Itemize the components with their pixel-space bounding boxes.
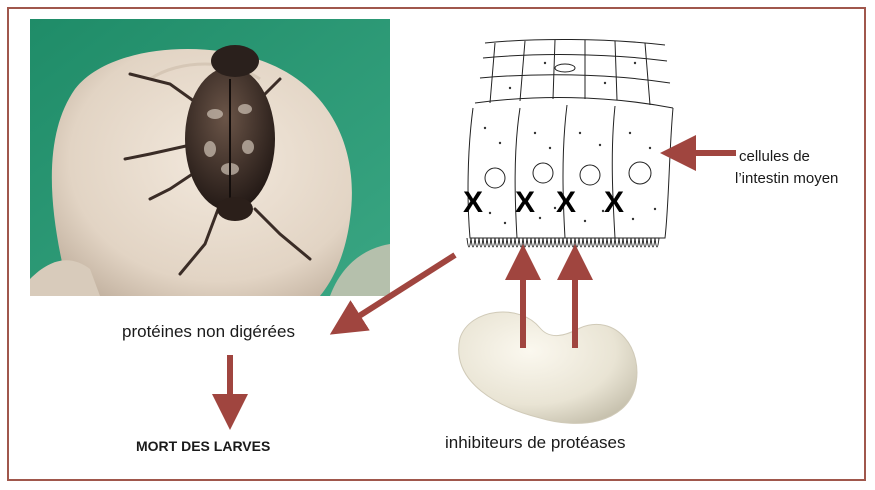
inhibitors-label: inhibiteurs de protéases: [445, 433, 626, 453]
midgut-cells-drawing: [455, 33, 680, 263]
beetle-photo: [30, 19, 390, 296]
bean-photo: [440, 298, 650, 428]
cells-label-line2: l’intestin moyen: [735, 168, 855, 190]
death-label: MORT DES LARVES: [136, 438, 270, 454]
cells-label-line1: cellules de: [735, 146, 855, 168]
cells-label: cellules de l’intestin moyen: [735, 146, 855, 190]
proteins-label: protéines non digérées: [122, 322, 295, 342]
